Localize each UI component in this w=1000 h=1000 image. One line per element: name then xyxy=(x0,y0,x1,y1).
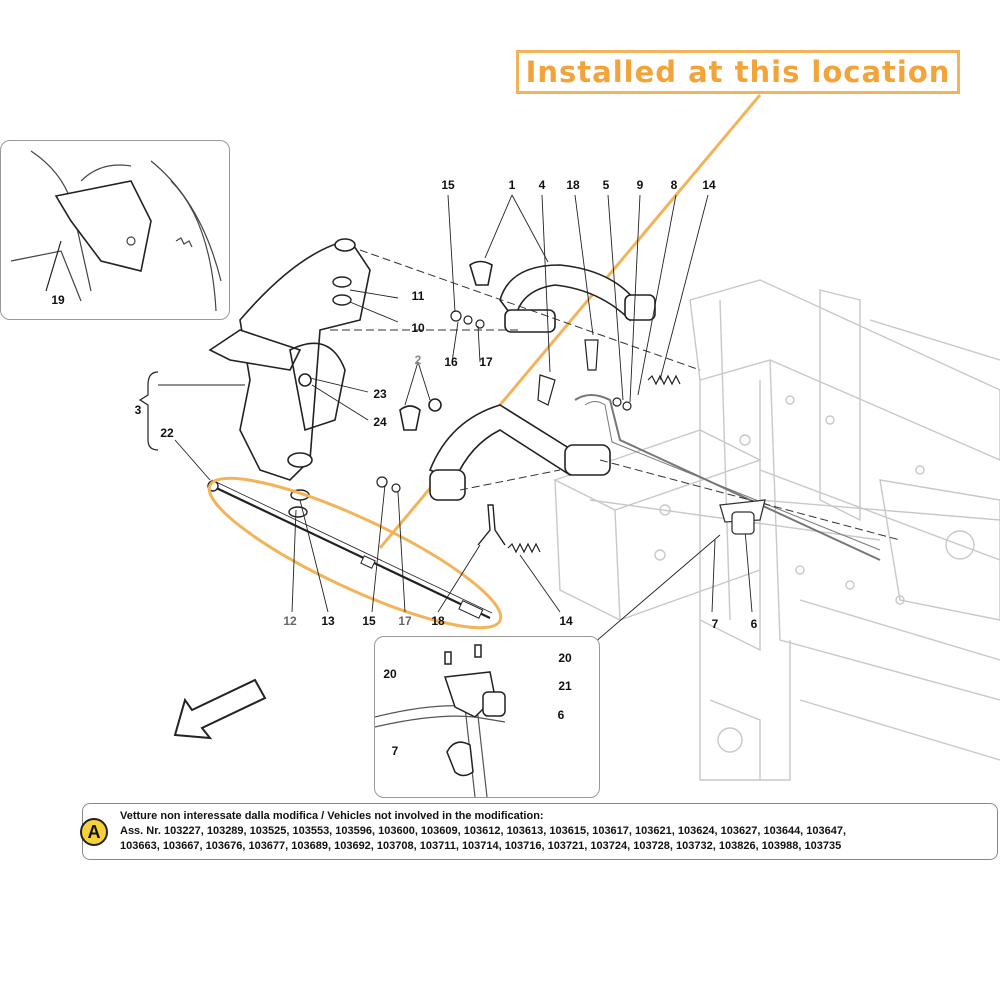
part-label-3: 3 xyxy=(134,403,142,417)
part-label-13: 13 xyxy=(321,614,335,628)
part-label-23: 23 xyxy=(373,387,387,401)
part-label-6-inset: 6 xyxy=(557,708,565,722)
part-label-2: 2 xyxy=(414,353,422,367)
small-hardware xyxy=(376,310,632,493)
inset-19-drawing xyxy=(10,150,222,312)
part-label-9: 9 xyxy=(636,178,644,192)
installed-location-callout: Installed at this location xyxy=(516,50,960,94)
vehicles-note-panel xyxy=(82,803,998,860)
part-label-15-top: 15 xyxy=(441,178,455,192)
part-label-14-top: 14 xyxy=(702,178,716,192)
part-label-20-left: 20 xyxy=(383,667,397,681)
tie-rod xyxy=(207,479,493,619)
part-label-7-frame: 7 xyxy=(711,617,719,631)
inset-bracket-drawing xyxy=(374,644,506,798)
fork-18 xyxy=(477,504,506,546)
callout-text: Installed at this location xyxy=(525,55,951,89)
part-label-17-top: 17 xyxy=(479,355,493,369)
bracket-3 xyxy=(138,371,159,451)
part-label-15-bottom: 15 xyxy=(362,614,376,628)
part-label-12: 12 xyxy=(283,614,297,628)
part-label-11: 11 xyxy=(411,289,425,303)
part-label-8: 8 xyxy=(670,178,678,192)
part-label-18-top: 18 xyxy=(566,178,580,192)
part-label-20-right: 20 xyxy=(558,651,572,665)
part-label-17-bottom: 17 xyxy=(398,614,412,628)
note-assembly-numbers-1: Ass. Nr. 103227, 103289, 103525, 103553,… xyxy=(120,825,847,837)
part-label-22: 22 xyxy=(160,426,174,440)
hub-carrier xyxy=(208,238,371,481)
assembly-guide-lines xyxy=(330,249,901,541)
part-label-5: 5 xyxy=(602,178,610,192)
inset-view-19 xyxy=(0,140,230,320)
adjuster-springs xyxy=(507,374,681,554)
part-label-19: 19 xyxy=(51,293,65,307)
chassis-frame xyxy=(553,279,1000,781)
part-label-10: 10 xyxy=(411,321,425,335)
part-label-4: 4 xyxy=(538,178,546,192)
part-label-6-frame: 6 xyxy=(750,617,758,631)
part-label-18-bottom: 18 xyxy=(431,614,445,628)
stabilizer-bar xyxy=(574,394,881,561)
part-label-16: 16 xyxy=(444,355,458,369)
note-title: Vetture non interessate dalla modifica /… xyxy=(120,810,544,822)
part-label-14-bottom: 14 xyxy=(559,614,573,628)
part-label-24: 24 xyxy=(373,415,387,429)
part-label-7-inset: 7 xyxy=(391,744,399,758)
direction-arrow-icon xyxy=(173,678,267,740)
bracket-on-frame xyxy=(719,499,766,535)
part-label-21: 21 xyxy=(558,679,572,693)
upper-wishbone xyxy=(469,260,656,333)
leader-lines xyxy=(158,194,753,656)
note-assembly-numbers-2: 103663, 103667, 103676, 103677, 103689, … xyxy=(120,840,842,852)
lower-wishbone xyxy=(399,398,611,501)
bushings-10-11 xyxy=(288,276,352,518)
highlight-ellipse xyxy=(207,476,503,630)
part-label-1: 1 xyxy=(508,178,516,192)
note-badge: A xyxy=(80,818,108,846)
inset-bracket-detail xyxy=(374,636,600,798)
